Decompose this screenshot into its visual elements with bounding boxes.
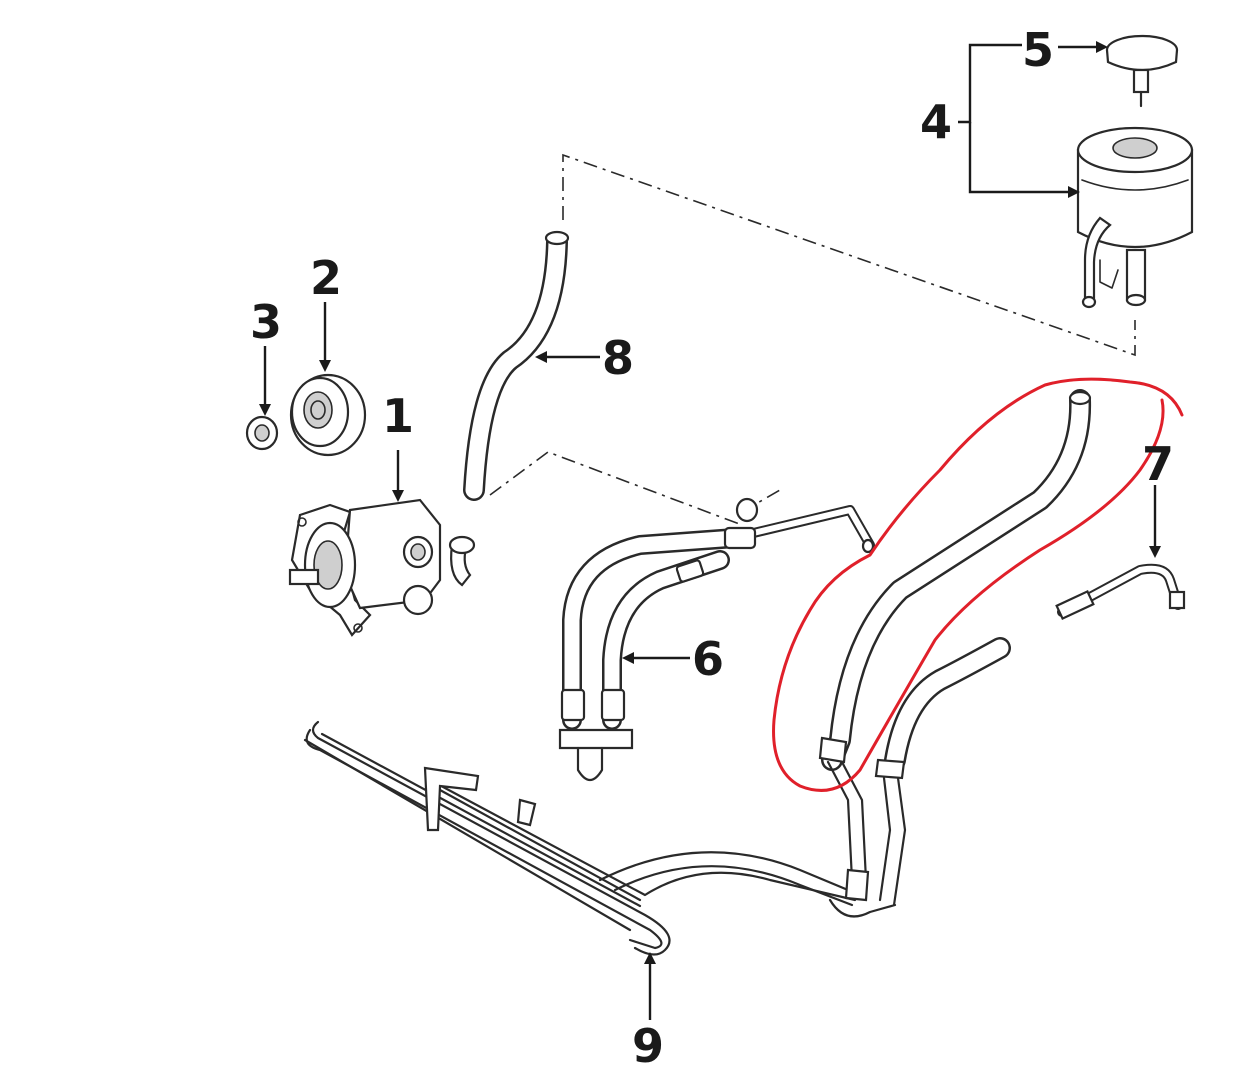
callout-9: 9 [632,1019,664,1073]
callout-7: 7 [1142,437,1174,491]
part-9-cooler [303,720,897,956]
part-2-pulley [289,373,367,457]
callout-2: 2 [310,251,342,305]
callout-1: 1 [382,389,414,443]
part-1-steering-pump [288,498,476,637]
return-hoses [818,389,1092,907]
part-6-pressure-hose [558,497,875,782]
part-8-hose [463,230,570,501]
callout-leaders [259,41,1161,1020]
callout-6: 6 [692,632,724,686]
part-3-nut [245,415,279,451]
red-highlight-outline [772,377,1184,792]
part-5-reservoir-cap [1105,34,1179,108]
callout-numbers: 1 2 3 4 5 6 7 8 9 [250,23,1174,1073]
callout-8: 8 [602,331,634,385]
dashed-connection-lines [489,153,1136,526]
part-7-pipe [1055,563,1186,620]
callout-3: 3 [250,295,282,349]
part-4-reservoir [1076,126,1194,309]
callout-5: 5 [1022,23,1054,77]
callout-4: 4 [920,95,952,149]
